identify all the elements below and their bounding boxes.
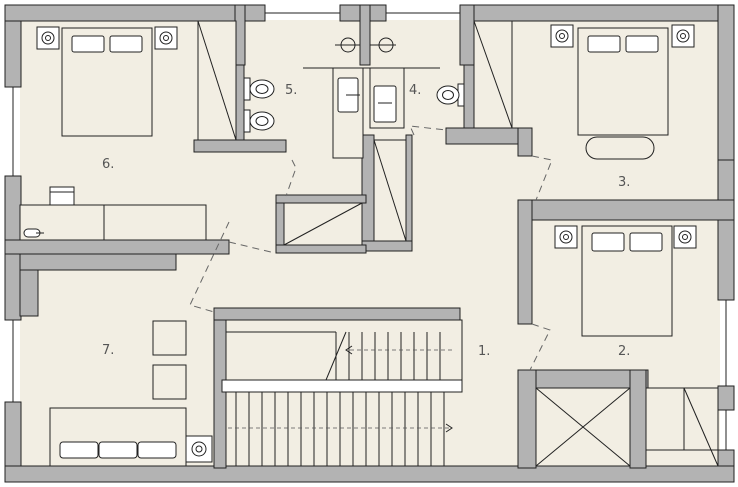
wall-shower-right bbox=[405, 134, 413, 252]
bathroom-4-furniture bbox=[303, 20, 513, 242]
lamp-icon bbox=[555, 29, 569, 43]
wall-closet-middle bbox=[629, 369, 647, 469]
bedroom-3-furniture bbox=[550, 24, 695, 160]
wall-right-middle bbox=[717, 159, 735, 301]
bedroom-2-furniture bbox=[535, 225, 719, 467]
wall-bath5-left bbox=[235, 64, 245, 144]
staircase bbox=[221, 319, 463, 466]
desk bbox=[19, 204, 207, 241]
side-table bbox=[152, 364, 187, 400]
wall-top-center-stub bbox=[359, 4, 371, 66]
wall-shower2-bottom bbox=[275, 244, 367, 254]
lamp-icon bbox=[191, 441, 207, 457]
room-label-4: 4. bbox=[409, 83, 421, 98]
chair bbox=[49, 186, 75, 206]
wall-closet-left bbox=[517, 369, 537, 469]
wall-shower2-left bbox=[275, 194, 285, 254]
pillow bbox=[109, 35, 143, 53]
wall-bath4-return bbox=[517, 127, 533, 157]
room-label-7: 7. bbox=[102, 343, 114, 358]
wall-bath4-right bbox=[463, 64, 475, 136]
wall-right-upper bbox=[717, 4, 735, 161]
windows bbox=[12, 12, 727, 450]
stair-handrail bbox=[221, 379, 463, 393]
wall-closet-top bbox=[517, 369, 649, 389]
lamp-icon bbox=[159, 31, 173, 45]
pillow bbox=[629, 232, 663, 252]
wall-right-lower bbox=[717, 385, 735, 411]
wall-shower2-top bbox=[275, 194, 367, 204]
bedroom-6-furniture bbox=[19, 20, 237, 241]
sofa-cushion bbox=[137, 441, 177, 459]
door-swings bbox=[189, 125, 553, 371]
pillow bbox=[591, 232, 625, 252]
wall-bottom bbox=[4, 465, 735, 483]
room-labels: 1. 2. 3. 4. 5. 6. 7. bbox=[102, 83, 630, 359]
wall-top-left bbox=[4, 4, 266, 22]
side-table bbox=[185, 435, 213, 463]
side-table bbox=[152, 320, 187, 356]
wall-corridor-right-pier bbox=[517, 199, 533, 325]
sofa-cushion bbox=[98, 441, 138, 459]
wall-shower-bottom bbox=[361, 240, 413, 252]
walls bbox=[4, 4, 735, 483]
pillow bbox=[625, 35, 659, 53]
lamp-icon bbox=[559, 230, 573, 244]
wall-shower-left bbox=[361, 134, 375, 252]
shower-head-icon bbox=[378, 37, 394, 53]
sink-icon bbox=[373, 85, 397, 123]
wall-room6-bottom bbox=[4, 239, 230, 255]
sofa-cushion bbox=[59, 441, 99, 459]
lamp-icon bbox=[676, 29, 690, 43]
room-label-1: 1. bbox=[478, 344, 490, 359]
room-7-furniture bbox=[49, 320, 213, 467]
wall-stair-top bbox=[213, 307, 461, 321]
lamp-icon bbox=[41, 31, 55, 45]
toilet-icon bbox=[243, 77, 251, 101]
bidet-icon bbox=[243, 109, 251, 133]
wall-top-right-stub bbox=[459, 4, 475, 66]
stair-arrowhead bbox=[445, 423, 453, 433]
room-label-3: 3. bbox=[618, 175, 630, 190]
wall-room7-top bbox=[19, 253, 177, 271]
room-label-6: 6. bbox=[102, 157, 114, 172]
wall-bed23-divider bbox=[517, 199, 735, 221]
pillow bbox=[587, 35, 621, 53]
stair-landing bbox=[225, 319, 463, 383]
room-label-5: 5. bbox=[285, 83, 297, 98]
bathroom-5-furniture bbox=[243, 37, 364, 246]
lamp-icon bbox=[678, 230, 692, 244]
shower-head-icon bbox=[340, 37, 356, 53]
room-label-2: 2. bbox=[618, 344, 630, 359]
pillow bbox=[71, 35, 105, 53]
wall-bath5-bottom bbox=[193, 139, 287, 153]
wall-top-right bbox=[459, 4, 735, 22]
stair-arrowhead bbox=[345, 345, 353, 355]
bench bbox=[585, 136, 655, 160]
